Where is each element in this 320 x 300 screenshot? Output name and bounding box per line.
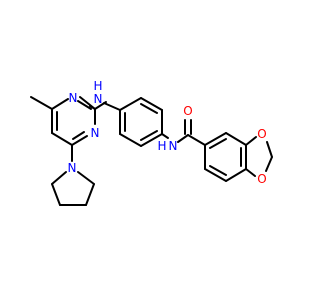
bond-dioxole-2 (266, 141, 273, 158)
bond-benzo-2 (225, 132, 247, 146)
bond-dioxole-3 (265, 156, 273, 172)
bond-dioxole-4 (245, 168, 256, 177)
bond-benzo-4 (225, 168, 247, 182)
bond-carbonyl-ring (187, 134, 206, 146)
bond-dioxole-1 (245, 136, 257, 146)
bond-pyrimidine-c4-n3-inner (72, 131, 85, 140)
atom-n-pyrrolidine: N (68, 161, 77, 175)
bond-phenyl-5 (119, 133, 142, 147)
bond-pyrimidine-c4-n3 (71, 135, 88, 146)
bond-pyrimidine-c6-n1 (51, 98, 69, 110)
bond-pyrrolidine-n-c2 (77, 171, 95, 185)
molecule-diagram: N N N N H N H O O O (30, 79, 273, 206)
bond-phenyl-2-inner (140, 103, 158, 114)
atom-labels: N N N N H N H O O O (68, 79, 267, 186)
atom-o-dioxole-top: O (257, 127, 266, 141)
structure-drawing: N N N N H N H O O O (30, 79, 273, 206)
bond-pyrrolidine-c2-c3 (85, 183, 95, 206)
atom-n-pyrimidine-bottom: N (91, 126, 100, 140)
atom-h-anilino: H (93, 79, 102, 93)
bond-methyl (30, 96, 53, 110)
atom-o-carbonyl: O (183, 104, 192, 118)
bond-pyrrolidine-c5-n (51, 171, 67, 185)
bond-benzo-1-inner (209, 138, 227, 149)
bond-phenyl-4-inner (140, 130, 158, 141)
bond-phenyl-amide-n (161, 133, 169, 139)
atom-n-anilino: N (94, 92, 103, 106)
bond-amide-n-c (177, 134, 189, 143)
atom-n-amide: N (169, 139, 178, 153)
atom-h-amide: H (157, 139, 166, 153)
bond-nh-phenyl (103, 102, 121, 111)
atom-n-pyrimidine-top: N (69, 91, 78, 105)
bond-benzo-5 (204, 168, 227, 182)
atom-o-dioxole-bottom: O (257, 172, 266, 186)
bond-phenyl-2 (140, 97, 163, 111)
bond-pyrimidine-c2-n1 (77, 100, 92, 110)
bonds (30, 96, 273, 206)
bond-pyrrolidine-c4-c5 (51, 183, 61, 206)
bond-phenyl-1 (119, 97, 142, 111)
bond-pyrimidine-c5-c4 (51, 132, 73, 146)
bond-benzo-1 (204, 132, 227, 146)
bond-phenyl-4 (140, 133, 163, 147)
bond-benzo-5-inner (209, 165, 227, 176)
